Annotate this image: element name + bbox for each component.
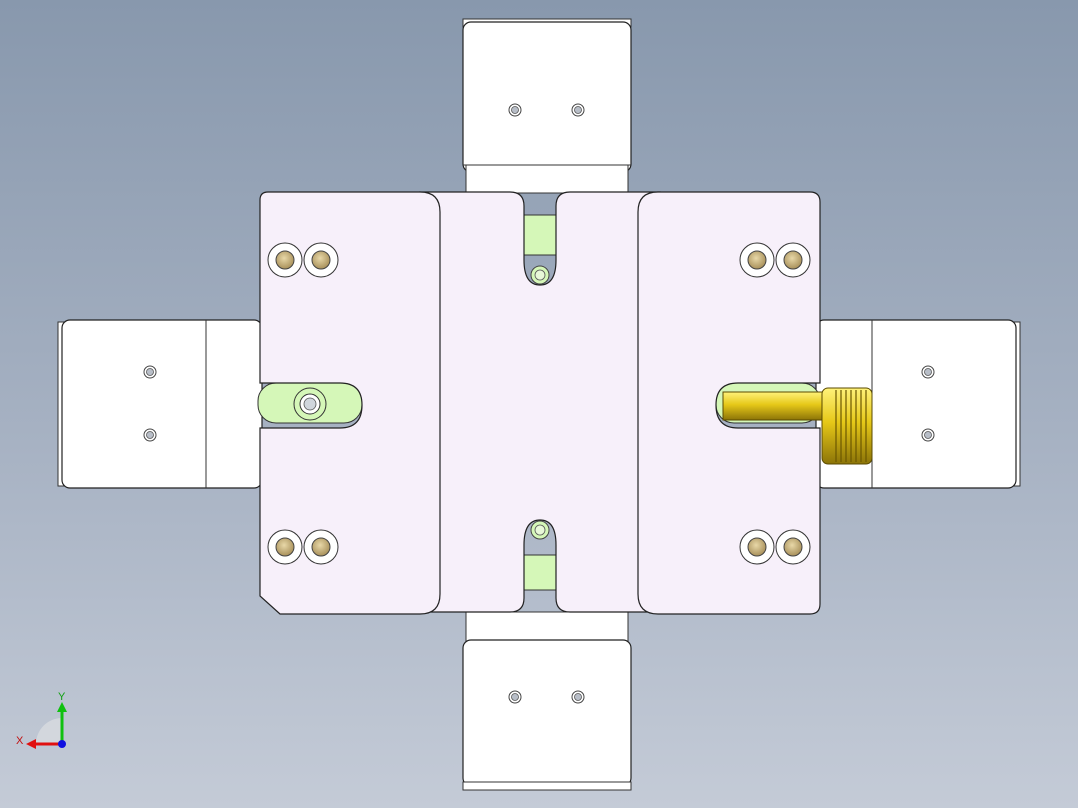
- center-plate[interactable]: [419, 191, 661, 613]
- z-axis-dot: [58, 740, 66, 748]
- coordinate-triad: Y X: [16, 691, 67, 749]
- top-clamp-block[interactable]: [462, 18, 632, 194]
- x-arrow-head: [26, 739, 36, 749]
- left-clamp-block[interactable]: [57, 319, 263, 489]
- y-arrow-head: [57, 702, 67, 712]
- right-plate[interactable]: [637, 191, 821, 615]
- x-axis-label: X: [16, 735, 24, 747]
- threaded-adjusting-screw[interactable]: [722, 387, 873, 465]
- bottom-clamp-block[interactable]: [462, 611, 632, 791]
- screw-head: [739, 242, 811, 565]
- y-axis-label: Y: [58, 691, 66, 703]
- left-plate[interactable]: [259, 191, 441, 615]
- screw-head: [267, 242, 339, 565]
